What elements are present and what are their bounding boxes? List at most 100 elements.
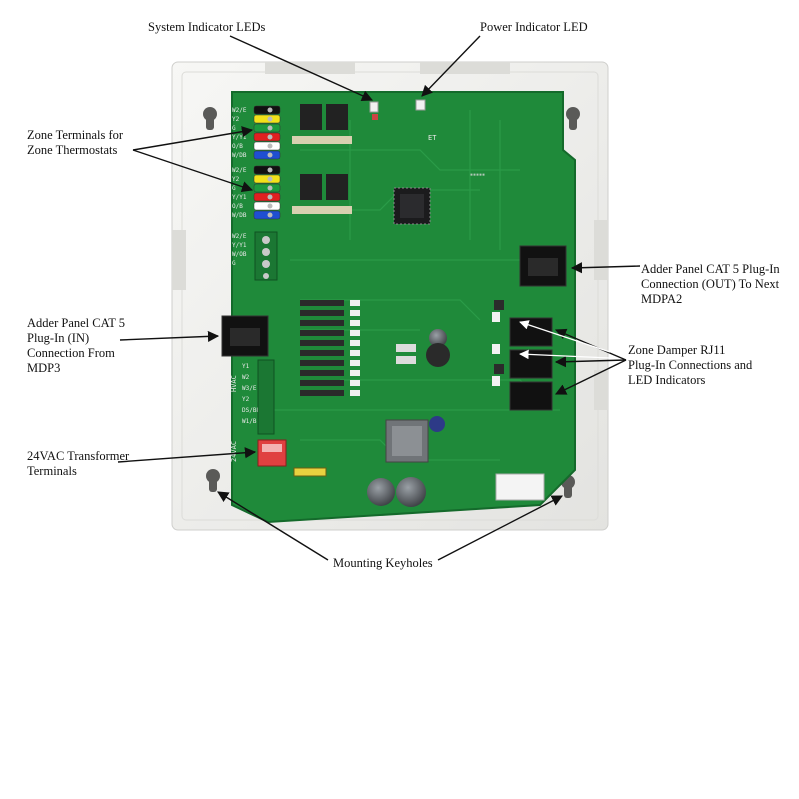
resistor-array (396, 344, 416, 364)
label-power-indicator-led: Power Indicator LED (480, 20, 588, 34)
zone-terminal-label: Y2 (232, 116, 240, 123)
svg-text:▪▪▪▪▪: ▪▪▪▪▪ (470, 172, 485, 178)
zone-terminal-label: W2/E (232, 167, 247, 174)
driver-chip (300, 340, 344, 346)
relay-row (300, 300, 360, 396)
label-system-indicator-leds: System Indicator LEDs (148, 20, 266, 34)
hvac-terminal-label: DS/BK (242, 407, 260, 414)
annotation-arrows-white (519, 320, 611, 360)
inductor-l1 (385, 419, 429, 463)
terminal-screw (267, 125, 273, 131)
zone-terminal-slot (253, 165, 281, 175)
driver-chip (300, 380, 344, 386)
led-component (350, 310, 360, 316)
hvac-terminal-label: W2 (242, 374, 250, 381)
driver-chip (300, 350, 344, 356)
cat5-in-jack (221, 315, 269, 357)
mounting-keyhole-top-right (566, 107, 580, 130)
hvac-terminal-label: Y2 (242, 396, 250, 403)
driver-chip (300, 370, 344, 376)
zone-terminal-slot (253, 105, 281, 115)
led-component (350, 360, 360, 366)
led-component (350, 380, 360, 386)
zone-terminal-label: G (232, 260, 236, 267)
zone-terminal-slot (253, 201, 281, 211)
driver-chip (300, 300, 344, 306)
terminal-screw (267, 116, 273, 122)
hvac-label: HVAC (230, 375, 238, 392)
zone-terminal-label: W/DB (232, 152, 247, 159)
arrow-zone-damper-1 (554, 328, 627, 361)
24vac-terminal-block (257, 439, 287, 467)
driver-chip (300, 360, 344, 366)
hvac-terminal-label: W3/E (242, 385, 257, 392)
driver-chip (300, 390, 344, 396)
zone-terminal-label: W/DB (232, 212, 247, 219)
zone-terminal-label: G (232, 185, 236, 192)
led-component (350, 390, 360, 396)
arrow-zone-terminals-2 (132, 149, 254, 193)
zone-terminal-label: Y/Y1 (232, 242, 247, 249)
zone-terminal-slot (253, 174, 281, 184)
label-transformer: 24VAC Transformer Terminals (27, 449, 130, 478)
et-label: ET (428, 134, 437, 142)
zone-terminal-block-3 (254, 231, 278, 281)
terminal-screw (267, 152, 273, 158)
terminal-screw (267, 194, 273, 200)
label-zone-damper: Zone Damper RJ11 Plug-In Connections and… (628, 343, 753, 387)
24vac-label: 24VAC (230, 441, 238, 462)
driver-ic-group (300, 104, 348, 200)
electrolytic-capacitors (367, 329, 447, 507)
led-component (350, 330, 360, 336)
power-indicator-led (415, 99, 426, 111)
zone-terminal-block-1 (253, 105, 281, 160)
zone-terminal-label: W2/E (232, 107, 247, 114)
annotation-arrows (117, 35, 641, 561)
zone-terminal-slot (253, 132, 281, 142)
arrow-keyhole-left (217, 491, 329, 561)
led-component (350, 320, 360, 326)
led-component (350, 350, 360, 356)
zone-terminal-block-2 (253, 165, 281, 220)
zone-terminal-label: G (232, 125, 236, 132)
damper-led-indicators (492, 312, 500, 386)
push-buttons (494, 300, 504, 374)
zone-terminal-label: W2/E (232, 233, 247, 240)
zone-terminal-slot (253, 183, 281, 193)
arrow-zone-damper-2 (554, 356, 627, 368)
terminal-screw (267, 107, 273, 113)
terminal-screw (267, 134, 273, 140)
mounting-keyhole-bottom-left (206, 469, 220, 492)
zone-terminal-slot (253, 150, 281, 160)
zone-terminal-slot (253, 210, 281, 220)
label-cat5-out: Adder Panel CAT 5 Plug-In Connection (OU… (641, 262, 780, 306)
arrow-zone-damper-3 (554, 359, 627, 395)
label-mounting-keyholes: Mounting Keyholes (333, 556, 433, 570)
driver-chip (300, 310, 344, 316)
hvac-terminal-strip (257, 359, 275, 435)
arrow-power-led (421, 35, 481, 97)
cat5-out-jack (519, 245, 567, 287)
driver-chip (300, 330, 344, 336)
led-component (350, 370, 360, 376)
arrow-cat5-out (570, 262, 641, 274)
zone-terminal-label: O/B (232, 143, 243, 150)
zone-terminal-slot (253, 123, 281, 133)
zone-terminal-label: Y/Y1 (232, 194, 247, 201)
terminal-screw (267, 143, 273, 149)
arrow-system-leds (229, 35, 374, 101)
zone-terminal-label: W/OB (232, 251, 247, 258)
label-cat5-in: Adder Panel CAT 5 Plug-In (IN) Connectio… (27, 316, 126, 375)
arrow-cat5-in (119, 330, 220, 343)
zone-terminal-slot (253, 192, 281, 202)
driver-chip (300, 320, 344, 326)
zone-terminal-label: Y2 (232, 176, 240, 183)
zone-terminal-slot (253, 114, 281, 124)
microcontroller-chip (393, 187, 431, 225)
mounting-keyhole-top-left (203, 107, 217, 130)
terminal-screw (267, 176, 273, 182)
system-indicator-leds (369, 101, 379, 120)
terminal-connector-bottom-right (495, 473, 545, 501)
